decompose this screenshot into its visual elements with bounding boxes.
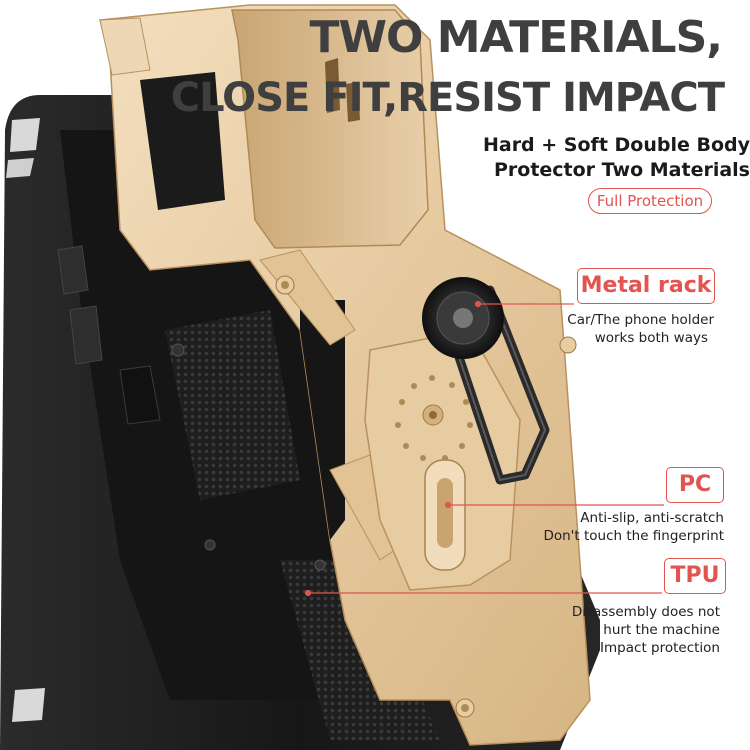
headline-line-2: CLOSE FIT,RESIST IMPACT xyxy=(170,75,725,121)
pc-tag: PC xyxy=(666,467,724,503)
tpu-desc-line-1: Disassembly does not xyxy=(571,604,720,620)
callout-lines xyxy=(304,300,664,597)
full-protection-badge: Full Protection xyxy=(588,188,712,214)
metal-rack-tag: Metal rack xyxy=(577,268,715,304)
metal-ring-holder xyxy=(422,277,550,485)
pc-gold-frame xyxy=(99,4,591,746)
tpu-desc-line-2: hurt the machine xyxy=(603,622,720,638)
pc-desc-line-1: Anti-slip, anti-scratch xyxy=(580,510,724,526)
tpu-tag: TPU xyxy=(664,558,726,594)
subheading-line-1: Hard + Soft Double Body xyxy=(482,134,750,156)
tpu-desc-line-3: Impact protection xyxy=(600,640,720,656)
metal-rack-desc-line-1: Car/The phone holder xyxy=(567,312,714,328)
metal-rack-desc-line-2: works both ways xyxy=(594,330,708,346)
headline-line-1: TWO MATERIALS, xyxy=(309,12,723,63)
subheading-line-2: Protector Two Materials xyxy=(493,159,750,181)
pc-desc-line-2: Don't touch the fingerprint xyxy=(543,528,724,544)
